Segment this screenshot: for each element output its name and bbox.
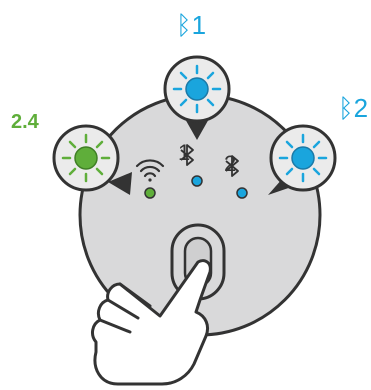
- bt2-number: 2: [354, 93, 368, 123]
- led-24: [75, 147, 97, 169]
- bluetooth-label-2: ᛒ2: [338, 95, 368, 122]
- led-callout-bt1: [165, 57, 229, 121]
- bluetooth-label-1: ᛒ1: [176, 12, 206, 39]
- bluetooth-icon: ᛒ: [338, 94, 354, 124]
- device-led-bt2: [237, 188, 247, 198]
- wifi-24-label: 2.4: [11, 112, 39, 132]
- device-led-wifi: [145, 188, 155, 198]
- bluetooth-icon: ᛒ: [176, 11, 192, 41]
- bt1-number: 1: [192, 10, 206, 40]
- device-bt1-number: 1: [178, 142, 190, 164]
- device-led-bt1: [192, 176, 202, 186]
- led-callout-bt2: [271, 126, 335, 190]
- device-bt2-number: 2: [224, 153, 236, 175]
- led-bt2: [292, 147, 314, 169]
- led-callout-24: [54, 126, 118, 190]
- led-bt1: [186, 78, 208, 100]
